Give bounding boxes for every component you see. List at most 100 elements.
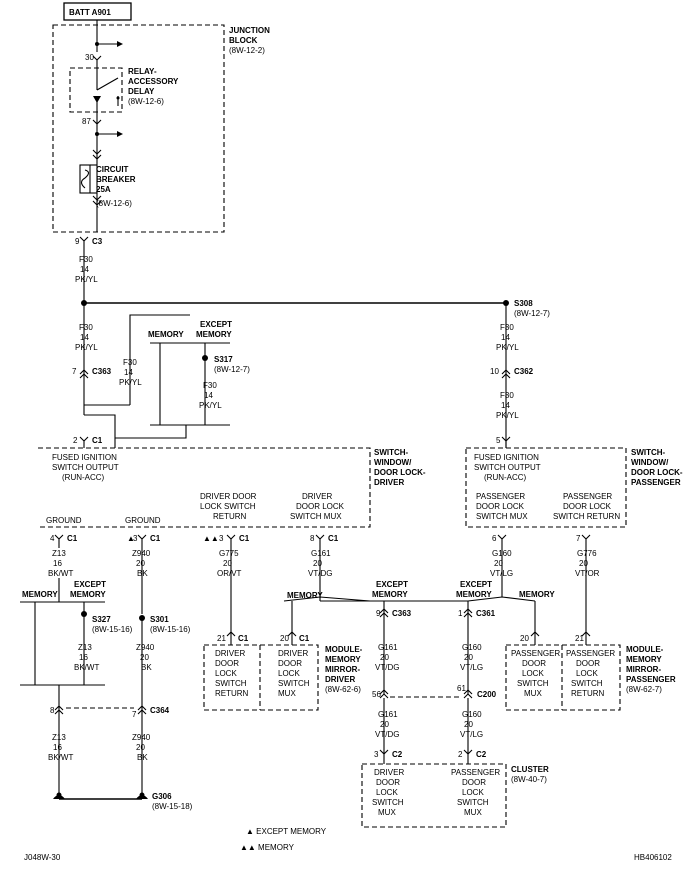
svg-text:MEMORY: MEMORY — [70, 590, 106, 599]
svg-text:LOCK SWITCH: LOCK SWITCH — [200, 502, 256, 511]
wire-f30-label-4: F30 14 PK/YL — [199, 381, 222, 410]
svg-text:MUX: MUX — [464, 808, 482, 817]
svg-text:RETURN: RETURN — [215, 689, 249, 698]
connector-c364: C364 — [150, 706, 170, 715]
svg-text:SWITCH MUX: SWITCH MUX — [290, 512, 342, 521]
svg-text:BK: BK — [141, 663, 152, 672]
wire-g160-label-3: G160 20 VT/LG — [460, 710, 483, 739]
mirror-passenger-title: MODULE- MEMORY MIRROR- PASSENGER (8W-62-… — [626, 645, 676, 694]
svg-text:PASSENGER: PASSENGER — [476, 492, 525, 501]
svg-text:G776: G776 — [577, 549, 597, 558]
svg-text:20: 20 — [494, 559, 503, 568]
svg-text:SWITCH RETURN: SWITCH RETURN — [553, 512, 620, 521]
svg-text:JUNCTION: JUNCTION — [229, 26, 270, 35]
svg-text:BREAKER: BREAKER — [96, 175, 136, 184]
svg-text:20: 20 — [136, 743, 145, 752]
svg-text:20: 20 — [136, 559, 145, 568]
svg-text:RELAY-: RELAY- — [128, 67, 157, 76]
pin-87: 87 — [82, 117, 91, 126]
svg-text:14: 14 — [124, 368, 133, 377]
cluster-outline — [361, 763, 507, 828]
svg-text:DRIVER: DRIVER — [374, 768, 404, 777]
svg-text:20: 20 — [520, 634, 529, 643]
svg-text:G160: G160 — [492, 549, 512, 558]
svg-text:SWITCH-: SWITCH- — [374, 448, 409, 457]
svg-text:G161: G161 — [378, 710, 398, 719]
svg-text:SWITCH: SWITCH — [457, 798, 489, 807]
wire-g160-label-2: G160 20 VT/LG — [460, 643, 483, 672]
svg-text:C2: C2 — [476, 750, 487, 759]
svg-text:DOOR LOCK: DOOR LOCK — [476, 502, 525, 511]
svg-text:DRIVER: DRIVER — [325, 675, 355, 684]
svg-text:20: 20 — [280, 634, 289, 643]
svg-text:DRIVER DOOR: DRIVER DOOR — [200, 492, 257, 501]
svg-text:S317: S317 — [214, 355, 233, 364]
connector-c363b: C363 — [392, 609, 412, 618]
relay-label: RELAY- ACCESSORY DELAY (8W-12-6) — [128, 67, 179, 106]
svg-text:5: 5 — [496, 436, 501, 445]
svg-text:DOOR LOCK: DOOR LOCK — [563, 502, 612, 511]
connector-c363: C363 — [92, 367, 112, 376]
svg-text:RETURN: RETURN — [213, 512, 247, 521]
svg-text:MEMORY: MEMORY — [325, 655, 361, 664]
svg-text:3: 3 — [219, 534, 224, 543]
pin-30: 30 — [85, 53, 94, 62]
wire-z13-label-2: Z13 16 BK/WT — [74, 643, 99, 672]
svg-text:▲: ▲ — [127, 534, 135, 543]
svg-text:20: 20 — [223, 559, 232, 568]
svg-text:(8W-12-2): (8W-12-2) — [229, 46, 265, 55]
svg-text:7: 7 — [72, 367, 77, 376]
driver-lock-return-label: DRIVER DOOR LOCK SWITCH RETURN — [200, 492, 257, 521]
svg-text:PASSENGER: PASSENGER — [566, 649, 615, 658]
svg-text:14: 14 — [501, 333, 510, 342]
svg-text:20: 20 — [464, 653, 473, 662]
wire-z940-label-1: Z940 20 BK — [132, 549, 151, 578]
svg-text:DRIVER: DRIVER — [302, 492, 332, 501]
switch-driver-title: SWITCH- WINDOW/ DOOR LOCK- DRIVER — [374, 448, 426, 487]
wire-z940-label-2: Z940 20 BK — [136, 643, 155, 672]
svg-text:20: 20 — [464, 720, 473, 729]
svg-text:4: 4 — [50, 534, 55, 543]
svg-text:14: 14 — [80, 333, 89, 342]
passenger-lock-return-label: PASSENGER DOOR LOCK SWITCH RETURN — [553, 492, 620, 521]
svg-text:Z940: Z940 — [132, 733, 151, 742]
svg-text:CIRCUIT: CIRCUIT — [96, 165, 129, 174]
svg-text:SWITCH OUTPUT: SWITCH OUTPUT — [474, 463, 541, 472]
svg-text:7: 7 — [576, 534, 581, 543]
mirror-driver-outline — [203, 644, 319, 711]
legend-except-memory: ▲ EXCEPT MEMORY — [246, 827, 327, 836]
wire-z940-label-3: Z940 20 BK — [132, 733, 151, 762]
svg-text:DOOR: DOOR — [376, 778, 400, 787]
switch-driver-outline — [38, 447, 371, 528]
svg-text:PK/YL: PK/YL — [119, 378, 142, 387]
svg-text:ACCESSORY: ACCESSORY — [128, 77, 179, 86]
svg-text:MUX: MUX — [524, 689, 542, 698]
svg-text:S327: S327 — [92, 615, 111, 624]
svg-text:F30: F30 — [500, 323, 514, 332]
cluster-title: CLUSTER (8W-40-7) — [511, 765, 549, 784]
svg-text:(8W-15-16): (8W-15-16) — [92, 625, 133, 634]
wire-f30-label-6: F30 14 PK/YL — [496, 391, 519, 420]
svg-text:C1: C1 — [238, 634, 249, 643]
wire-f30-label-3: F30 14 PK/YL — [119, 358, 142, 387]
svg-text:G775: G775 — [219, 549, 239, 558]
svg-text:WINDOW/: WINDOW/ — [374, 458, 412, 467]
svg-text:(8W-15-18): (8W-15-18) — [152, 802, 193, 811]
svg-text:(RUN-ACC): (RUN-ACC) — [484, 473, 527, 482]
svg-text:3: 3 — [133, 534, 138, 543]
svg-text:MEMORY: MEMORY — [148, 330, 184, 339]
svg-text:MEMORY: MEMORY — [22, 590, 58, 599]
svg-text:F30: F30 — [79, 255, 93, 264]
svg-text:DOOR: DOOR — [522, 659, 546, 668]
svg-text:VT/DG: VT/DG — [308, 569, 332, 578]
svg-text:20: 20 — [380, 720, 389, 729]
cluster-passenger-mux-label: PASSENGER DOOR LOCK SWITCH MUX — [451, 768, 500, 817]
mirror-driver-mux-label: DRIVER DOOR LOCK SWITCH MUX — [278, 649, 310, 698]
connector-c3: C3 — [92, 237, 103, 246]
svg-text:C1: C1 — [328, 534, 339, 543]
svg-text:C1: C1 — [150, 534, 161, 543]
svg-text:MIRROR-: MIRROR- — [626, 665, 661, 674]
svg-text:C2: C2 — [392, 750, 403, 759]
svg-text:FUSED IGNITION: FUSED IGNITION — [474, 453, 539, 462]
